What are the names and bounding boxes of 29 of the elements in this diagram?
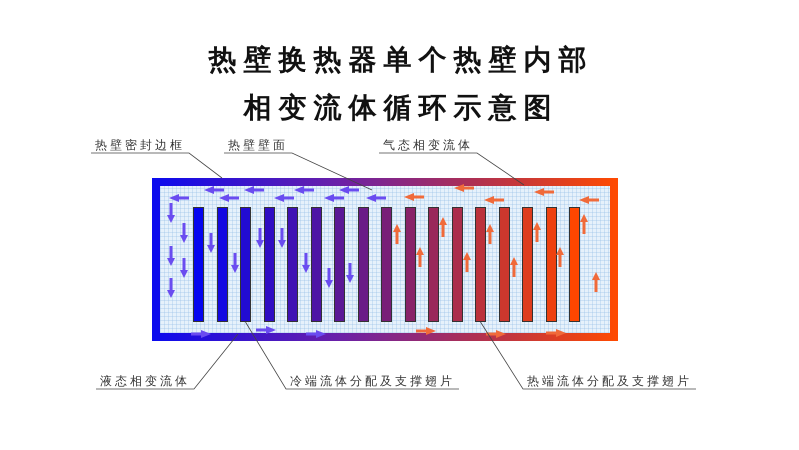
fin-bar: [193, 207, 204, 322]
leader-line: [378, 152, 524, 186]
part-label: 热端流体分配及支撑翅片: [527, 373, 692, 390]
fin-bar: [569, 207, 580, 322]
fin-bar: [216, 207, 228, 322]
part-label: 热壁密封边框: [95, 137, 185, 154]
fin-bar: [452, 207, 462, 322]
diagram-title: 热壁换热器单个热壁内部相变流体循环示意图: [207, 42, 594, 126]
part-label: 液态相变流体: [100, 373, 190, 390]
fin-bar: [428, 207, 439, 322]
fin-bar: [381, 207, 392, 322]
fin-bar: [522, 207, 533, 322]
part-label: 冷端流体分配及支撑翅片: [290, 373, 455, 390]
leader-line: [245, 322, 460, 390]
fin-bar: [498, 207, 510, 322]
leader-line: [96, 334, 238, 390]
leader-line: [224, 152, 372, 190]
fin-bar: [334, 207, 345, 322]
part-label: 热壁壁面: [228, 137, 288, 154]
fin-bar: [310, 207, 322, 322]
fin-bar: [475, 207, 486, 322]
part-label: 气态相变流体: [383, 137, 473, 154]
leader-line: [90, 152, 222, 178]
fin-bar: [240, 207, 251, 322]
fin-bar: [546, 207, 556, 322]
fin-bar: [404, 207, 416, 322]
fin-bar: [358, 207, 368, 322]
fin-bar: [287, 207, 298, 322]
fin-bar: [264, 207, 274, 322]
